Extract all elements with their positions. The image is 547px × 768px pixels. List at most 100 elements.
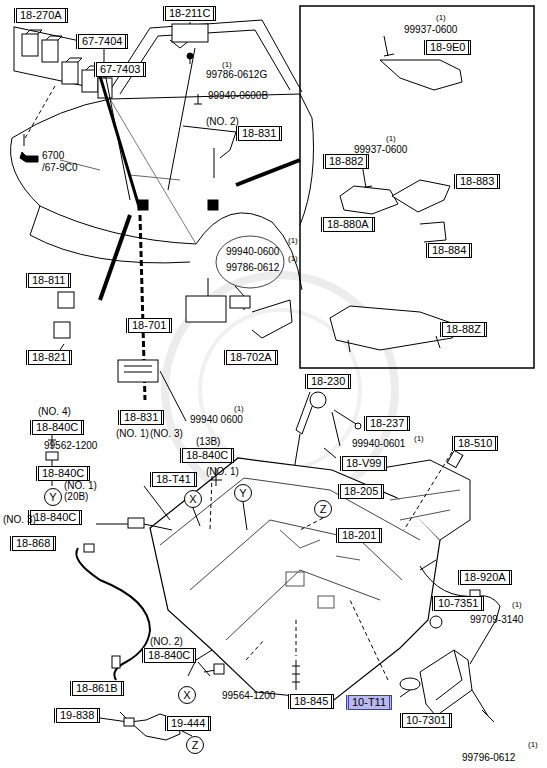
callout-number: (NO. 3) (3, 514, 36, 525)
callout-number: (NO. 2) (150, 636, 183, 647)
part-number-box: 18-510 (452, 436, 498, 451)
part-number-box: 10-7301 (400, 713, 452, 728)
part-number: Z (320, 503, 327, 515)
part-number-box: 18-840C (142, 648, 196, 663)
part-number: Z (192, 739, 199, 751)
callout-number: 99564-1200 (222, 690, 275, 701)
part-number: 10-T11 (352, 696, 386, 708)
callout-number: 99562-1200 (44, 440, 97, 451)
part-number-box: 18-831 (118, 410, 164, 425)
part-number: Y (239, 487, 246, 499)
part-number: 18-840C (42, 467, 84, 479)
part-number-box: 18-920A (458, 570, 512, 585)
callout-number: 99940-0601 (352, 438, 405, 449)
part-number: 18-88Z (446, 323, 481, 335)
callout-number: 6700 (42, 150, 64, 161)
callout-number: 99940 0600 (190, 414, 243, 425)
part-number: 18-831 (124, 411, 158, 423)
part-number: 18-205 (344, 485, 378, 497)
part-number-box: 18-840C (36, 466, 90, 481)
part-number-box: 18-88Z (440, 322, 487, 337)
part-number-box: 18-701 (126, 318, 172, 333)
part-number: X (183, 689, 190, 701)
quantity-note: (1) (414, 434, 424, 443)
part-number-box: 18-811 (26, 273, 71, 288)
part-number-box: 18-882 (323, 154, 369, 169)
callout-number: (NO. 1) (116, 428, 149, 439)
callout-number: 99786-0612G (206, 69, 267, 80)
connector-circle: X (184, 490, 202, 508)
part-number-box: 18-9E0 (424, 40, 471, 55)
callout-number: 99937-0600 (354, 144, 407, 155)
part-number: Y (49, 491, 56, 503)
part-number: 18-920A (464, 571, 506, 583)
callout-number: 99709-3140 (470, 614, 523, 625)
part-number-box: 19-444 (165, 716, 211, 731)
quantity-note: (1) (234, 404, 244, 413)
part-number: 18-884 (432, 244, 466, 256)
part-number: 18-230 (311, 375, 345, 387)
connector-circle: Y (44, 488, 62, 506)
part-number: 18-V99 (346, 457, 381, 469)
part-number: 18-201 (342, 529, 376, 541)
part-number: 18-701 (132, 319, 166, 331)
part-number-box: 18-840C (30, 420, 84, 435)
part-number-box: 18-237 (364, 416, 410, 431)
part-number: 18-883 (460, 175, 494, 187)
part-number: 10-7351 (438, 597, 478, 609)
part-number-box: 18-201 (336, 528, 382, 543)
part-number-box: 18-V99 (340, 456, 387, 471)
part-number: 18-882 (329, 155, 363, 167)
connector-circle: Z (314, 500, 332, 518)
part-number: 18-861B (76, 682, 118, 694)
quantity-note: (1) (288, 236, 298, 245)
part-number: 18-9E0 (430, 41, 465, 53)
part-number-box: 18-845 (288, 694, 334, 709)
part-number: 18-868 (16, 537, 50, 549)
part-number-box: 10-7351 (432, 596, 484, 611)
callout-number: (NO. 3) (150, 428, 183, 439)
part-number: 19-444 (171, 717, 205, 729)
part-number: 18-702A (230, 351, 272, 363)
part-number-box: 18-884 (426, 243, 472, 258)
part-number: 18-211C (169, 7, 210, 19)
connector-circle: Y (234, 484, 252, 502)
quantity-note: (1) (528, 740, 538, 749)
part-number-box: 18-840C (28, 510, 82, 525)
part-number-box: 18-868 (10, 536, 56, 551)
callout-number: 99940-0600B (208, 90, 268, 101)
callout-number: (NO. 4) (38, 406, 71, 417)
part-number-box: 10-T11 (346, 695, 392, 710)
part-number: 18-840C (148, 649, 190, 661)
part-number-box: 18-230 (305, 374, 351, 389)
callout-number: (NO. 1) (64, 480, 97, 491)
part-number: 10-7301 (406, 714, 446, 726)
part-number: 18-840C (34, 511, 76, 523)
callout-number: (20B) (64, 491, 88, 502)
part-number: 67-7403 (100, 63, 140, 75)
part-number-box: 18-205 (338, 484, 384, 499)
part-number-box: 18-270A (14, 8, 68, 23)
part-number-box: 19-838 (54, 708, 100, 723)
part-number-box: 18-861B (70, 681, 124, 696)
callout-number: (NO. 2) (206, 116, 239, 127)
callout-number: 99937-0600 (404, 24, 457, 35)
part-number-box: 18-702A (224, 350, 278, 365)
callout-number: 99940-0600 (226, 246, 279, 257)
part-number-box: 18-T41 (150, 472, 197, 487)
part-number: 67-7404 (82, 35, 122, 47)
part-number-box: 67-7403 (94, 62, 146, 77)
quantity-note: (1) (512, 600, 522, 609)
part-number: 18-237 (370, 417, 404, 429)
part-number: 18-840C (186, 449, 228, 461)
callout-number: (13B) (196, 436, 220, 447)
callout-number: /67-9C0 (42, 162, 78, 173)
callout-number: 99786-0612 (226, 262, 279, 273)
callout-number: (NO. 1) (206, 466, 239, 477)
part-number-box: 18-880A (321, 217, 375, 232)
part-number-box: 67-7404 (76, 34, 128, 49)
part-number: 18-270A (20, 9, 62, 21)
part-number-box: 18-831 (236, 126, 282, 141)
part-number: 18-821 (32, 351, 66, 363)
